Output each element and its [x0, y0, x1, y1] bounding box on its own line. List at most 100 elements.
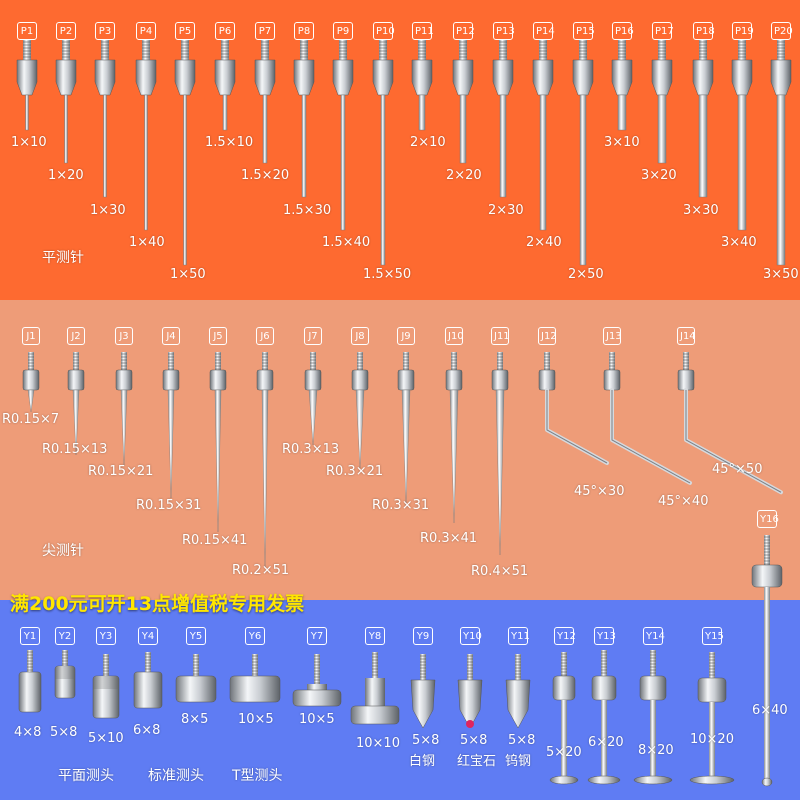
tag-p19: P19 [732, 22, 754, 40]
size-label-j8: R0.3×21 [326, 464, 384, 479]
head-cylinder [18, 671, 42, 713]
probe-thread [379, 40, 387, 60]
tag-j2: J2 [67, 327, 85, 345]
flat-probe-p14 [532, 40, 554, 231]
head-stem [601, 700, 607, 778]
size-label-p20: 3×50 [763, 267, 799, 282]
tag-p15: P15 [573, 22, 595, 40]
probe-head-y12 [549, 652, 579, 785]
flat-probe-p3 [94, 40, 116, 198]
tag-y10: Y10 [460, 627, 482, 645]
head-body [751, 564, 783, 588]
head-neck [307, 684, 327, 692]
pointed-probe-j1 [22, 352, 40, 413]
probe-stem [776, 94, 786, 266]
probe-body [351, 369, 369, 391]
tag-p8: P8 [294, 22, 314, 40]
probe-stem [737, 94, 747, 231]
probe-thread [544, 352, 550, 370]
head-flange [292, 689, 342, 707]
probe-stem [64, 94, 68, 164]
probe-needle [261, 389, 269, 568]
tag-p5: P5 [175, 22, 195, 40]
pointed-probe-section-label: 尖测针 [42, 543, 84, 559]
probe-thread [121, 352, 127, 370]
tag-j12: J12 [538, 327, 557, 345]
probe-thread [261, 40, 269, 60]
probe-thread [451, 352, 457, 370]
flat-probe-p20 [770, 40, 792, 266]
probe-bent-stem [610, 388, 692, 485]
head-foot [689, 775, 735, 785]
size-label-p5: 1×50 [170, 267, 206, 282]
probe-stem [340, 94, 346, 231]
head-body [697, 677, 727, 703]
head-thread [764, 535, 770, 565]
probe-body [677, 369, 695, 391]
size-label-p14: 2×40 [526, 235, 562, 250]
size-label-y9: 5×8 [412, 733, 440, 748]
probe-stem [380, 94, 386, 266]
tag-p1: P1 [17, 22, 37, 40]
tag-p20: P20 [771, 22, 793, 40]
probe-body [162, 369, 180, 391]
size-label-j4: R0.15×31 [136, 498, 202, 513]
flat-probe-p7 [254, 40, 276, 164]
head-stem [709, 702, 715, 778]
size-label-y12: 5×20 [546, 745, 582, 760]
probe-body [304, 369, 322, 391]
probe-stem [103, 94, 107, 198]
probe-needle [120, 389, 128, 467]
probe-stem [418, 94, 426, 131]
tag-p2: P2 [56, 22, 76, 40]
tag-y4: Y4 [138, 627, 158, 645]
probe-body [397, 369, 415, 391]
probe-thread [497, 352, 503, 370]
head-cone [505, 679, 531, 729]
probe-thread [499, 40, 507, 60]
flat-probe-p15 [572, 40, 594, 266]
probe-head-y5 [175, 654, 217, 703]
head-thread [145, 652, 151, 672]
probe-thread [539, 40, 547, 60]
tag-y15: Y15 [702, 627, 724, 645]
probe-body [256, 369, 274, 391]
tag-y8: Y8 [365, 627, 385, 645]
flat-probe-p2 [55, 40, 77, 164]
tag-j7: J7 [304, 327, 322, 345]
size-label-j12: 45°×30 [574, 484, 625, 499]
probe-needle [27, 389, 35, 413]
size-label-p7: 1.5×20 [241, 168, 290, 183]
head-foot [761, 777, 773, 787]
tag-j1: J1 [22, 327, 40, 345]
ruby-tip [466, 720, 474, 728]
probe-stem [222, 94, 228, 131]
tag-p17: P17 [652, 22, 674, 40]
probe-stem [698, 94, 708, 198]
flat-probe-p6 [214, 40, 236, 131]
probe-thread [168, 352, 174, 370]
tag-y11: Y11 [508, 627, 530, 645]
material-label-y10: 红宝石 [457, 754, 497, 769]
head-body [552, 675, 576, 701]
size-label-p2: 1×20 [48, 168, 84, 183]
tag-p4: P4 [136, 22, 156, 40]
pointed-probe-j2 [67, 352, 85, 456]
standard-head-label: 标准测头 [148, 768, 204, 784]
size-label-j10: R0.3×41 [420, 531, 478, 546]
tag-p6: P6 [215, 22, 235, 40]
probe-body [332, 59, 354, 96]
probe-body [445, 369, 463, 391]
probe-thread [101, 40, 109, 60]
head-thread [420, 654, 426, 680]
head-stem [764, 587, 770, 780]
head-disc [175, 675, 217, 703]
probe-body [293, 59, 315, 96]
probe-thread [73, 352, 79, 370]
probe-thread [738, 40, 746, 60]
head-body [591, 675, 617, 701]
probe-stem [183, 94, 187, 266]
tag-p11: P11 [412, 22, 434, 40]
probe-thread [683, 352, 689, 370]
tag-y13: Y13 [594, 627, 616, 645]
